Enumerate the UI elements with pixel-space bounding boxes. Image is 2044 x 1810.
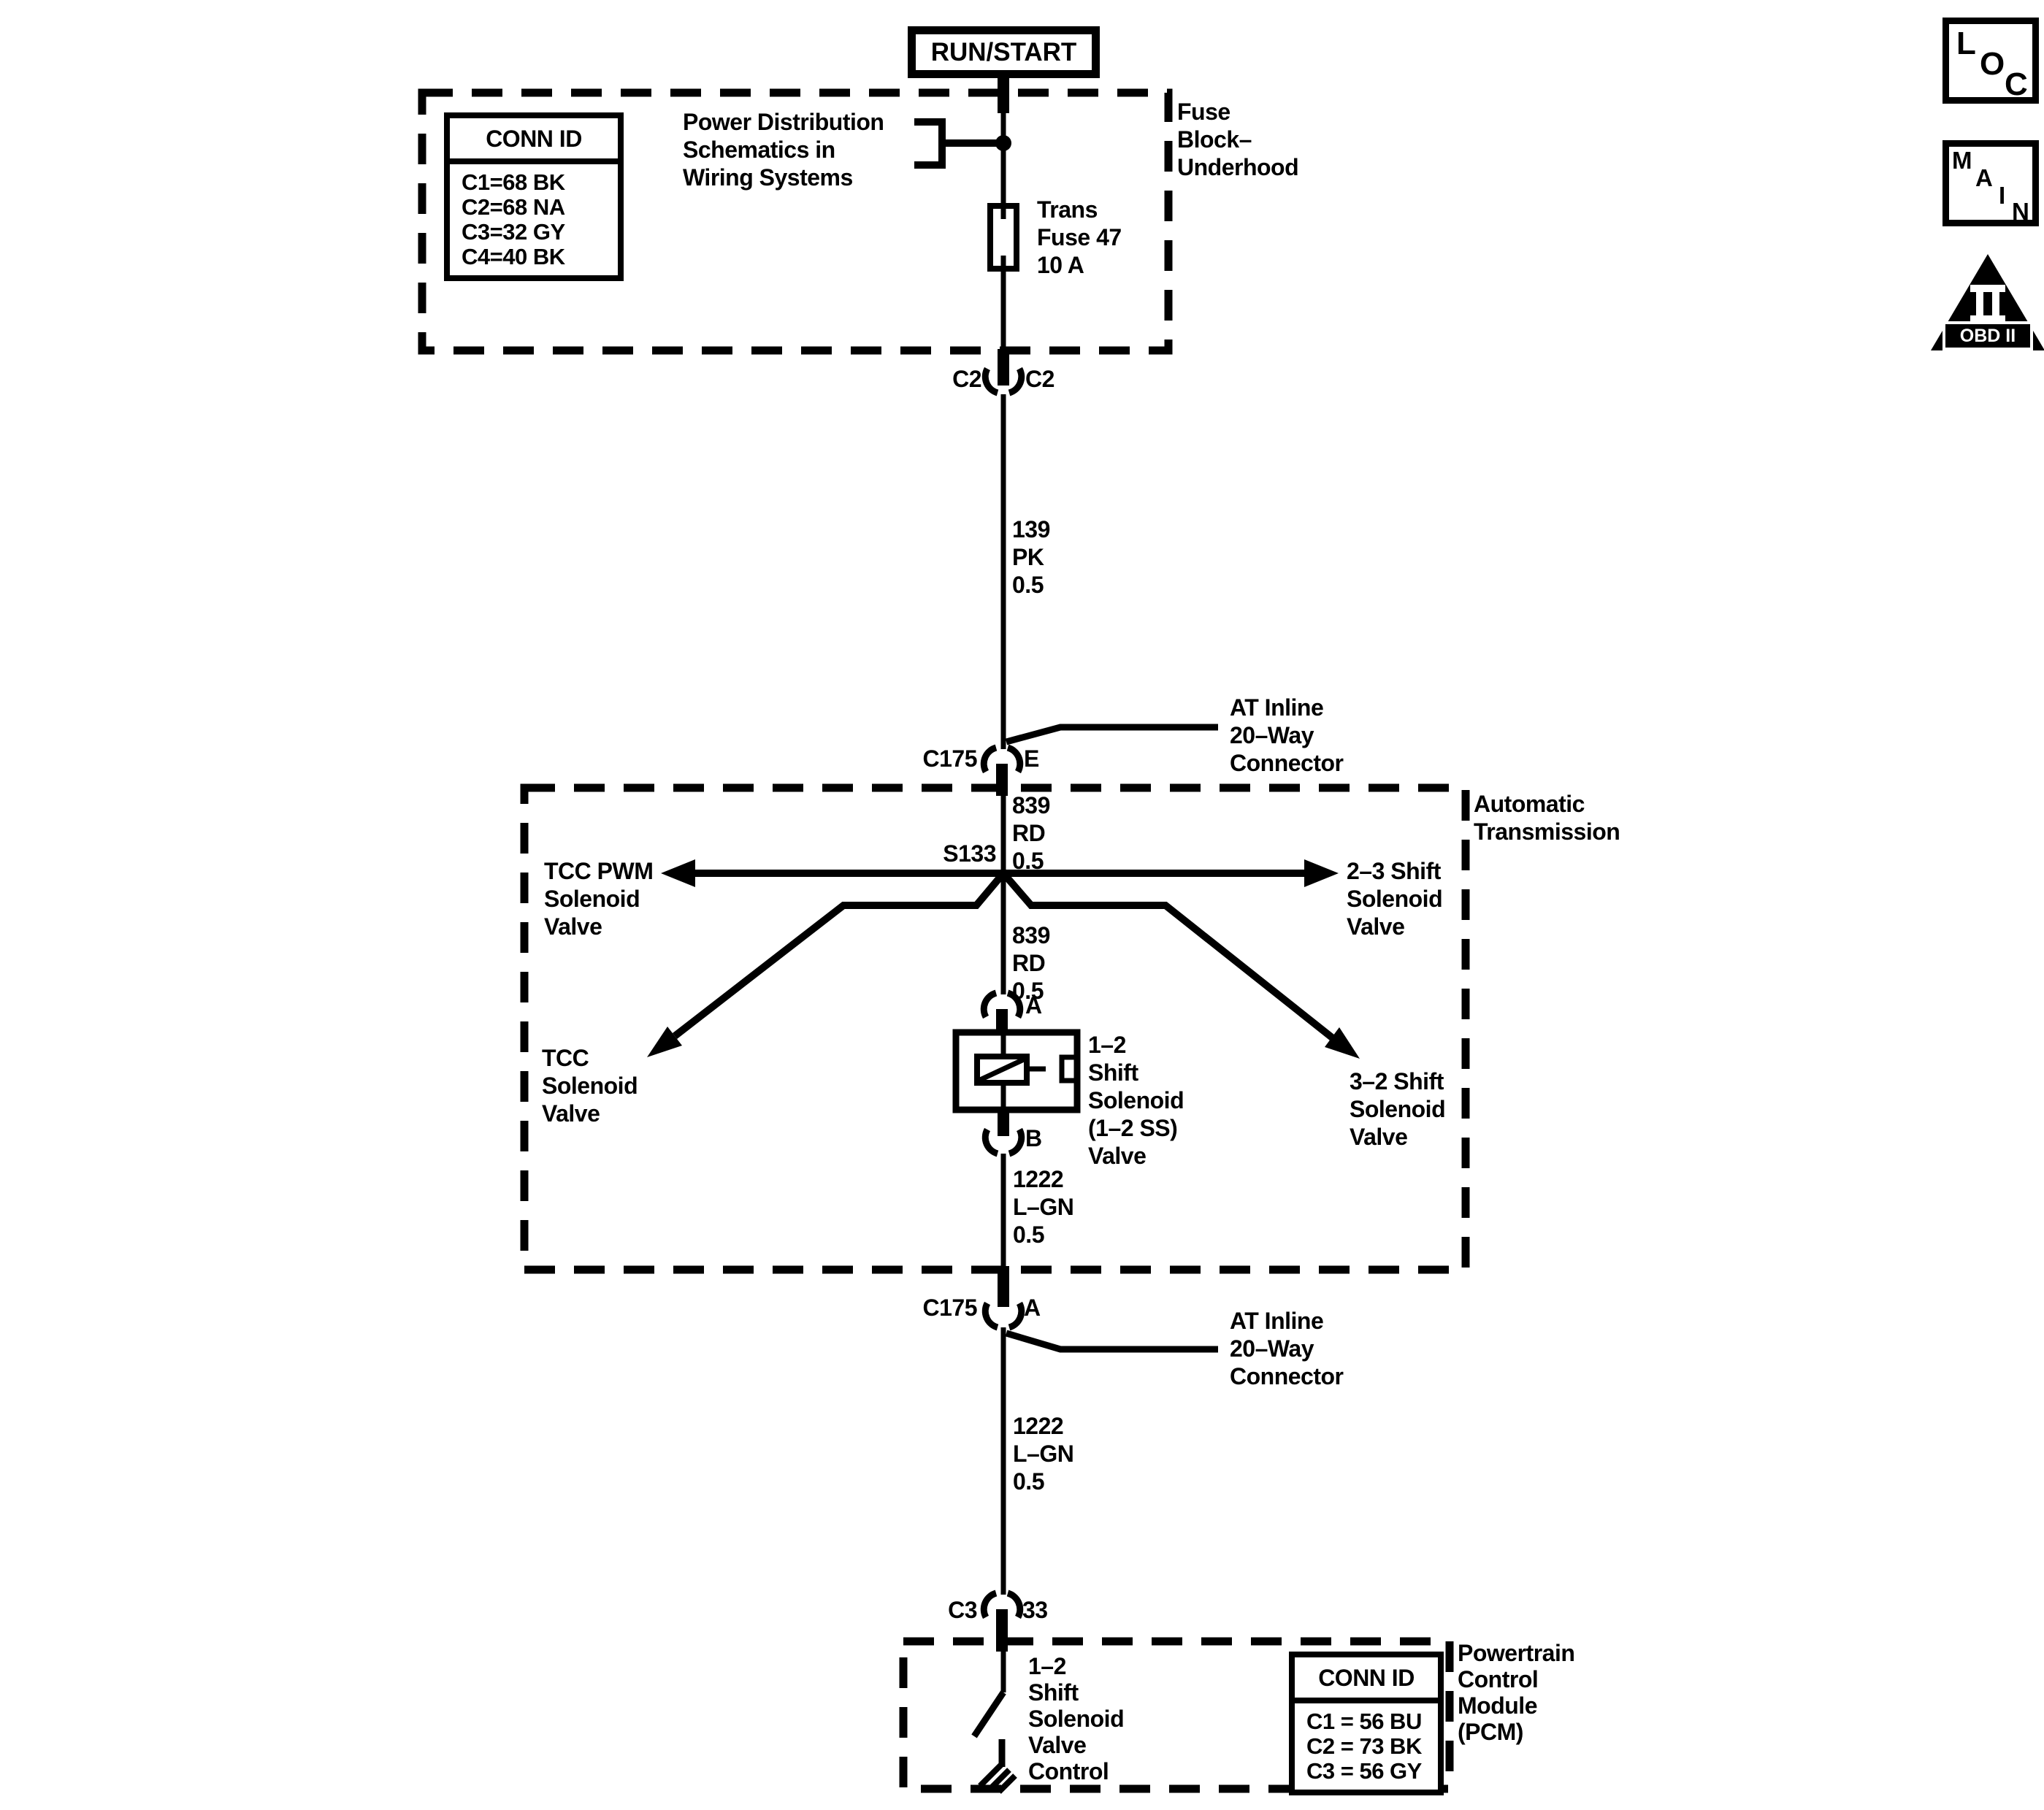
connector-c3-pin: 33 bbox=[1022, 1597, 1048, 1623]
conn-id-row: C3 = 56 GY bbox=[1306, 1758, 1422, 1784]
fuse-symbol bbox=[987, 203, 1019, 272]
connector-c3-name: C3 bbox=[948, 1597, 977, 1623]
shift-23-solenoid-label: 2–3 Shift Solenoid Valve bbox=[1347, 858, 1443, 940]
pcm-control-label: 1–2 Shift Solenoid Valve Control bbox=[1028, 1653, 1125, 1784]
conn-id-header: CONN ID bbox=[450, 118, 618, 164]
solenoid-12-symbol bbox=[952, 1029, 1081, 1113]
fuse-block-name: Fuse Block– Underhood bbox=[1177, 99, 1299, 180]
conn-id-row: C3=32 GY bbox=[462, 219, 565, 245]
tcc-solenoid-label: TCC Solenoid Valve bbox=[542, 1045, 638, 1127]
connector-c2-right-label: C2 bbox=[1025, 366, 1054, 392]
connector-c175e-symbol bbox=[980, 744, 998, 774]
conn-id-row: C1 = 56 BU bbox=[1306, 1709, 1422, 1734]
connector-c2-left-label: C2 bbox=[952, 366, 981, 392]
connector-b-symbol bbox=[981, 1127, 999, 1157]
connector-c175e-pin: E bbox=[1024, 745, 1039, 772]
splice-s133-label: S133 bbox=[943, 840, 996, 867]
pcm-box-name: Powertrain Control Module (PCM) bbox=[1458, 1640, 1575, 1745]
power-dist-note: Power Distribution Schematics in Wiring … bbox=[683, 109, 884, 191]
connector-c175a-symbol bbox=[981, 1301, 999, 1331]
leader-c175a bbox=[1005, 1330, 1218, 1353]
fuse-label: Trans Fuse 47 10 A bbox=[1037, 196, 1122, 278]
conn-id-row: C4=40 BK bbox=[462, 244, 565, 269]
at-inline-note-bottom: AT Inline 20–Way Connector bbox=[1230, 1308, 1344, 1389]
wire-label-1222-lgn-upper: 1222 L–GN 0.5 bbox=[1013, 1166, 1074, 1248]
wire-label-839-rd-lower: 839 RD 0.5 bbox=[1012, 922, 1050, 1004]
fuse-block-conn-id-table: CONN ID C1=68 BK C2=68 NA C3=32 GY C4=40… bbox=[444, 112, 624, 281]
connector-c175a-pin: A bbox=[1024, 1295, 1041, 1321]
conn-id-header: CONN ID bbox=[1295, 1657, 1438, 1703]
connector-a-symbol bbox=[980, 989, 998, 1019]
shift-32-solenoid-label: 3–2 Shift Solenoid Valve bbox=[1350, 1068, 1446, 1150]
at-box-name: Automatic Transmission bbox=[1474, 791, 1620, 845]
connector-c3-symbol bbox=[980, 1589, 998, 1619]
solenoid-12-label: 1–2 Shift Solenoid (1–2 SS) Valve bbox=[1088, 1032, 1184, 1169]
driver-switch-symbol bbox=[971, 1690, 1006, 1767]
power-source-label: RUN/START bbox=[930, 37, 1077, 66]
fuse-block-outline bbox=[418, 88, 1173, 355]
wire-label-1222-lgn-lower: 1222 L–GN 0.5 bbox=[1013, 1413, 1074, 1495]
connector-c175a-name: C175 bbox=[922, 1295, 978, 1321]
power-dist-bracket bbox=[914, 118, 1003, 169]
connector-pin-a-label: A bbox=[1025, 992, 1042, 1019]
power-source-box: RUN/START bbox=[908, 26, 1100, 78]
pcm-conn-id-table: CONN ID C1 = 56 BU C2 = 73 BK C3 = 56 GY bbox=[1289, 1652, 1444, 1795]
automatic-transmission-outline bbox=[520, 783, 1470, 1274]
connector-c175e-name: C175 bbox=[922, 745, 978, 772]
main-icon: M A I N bbox=[1942, 140, 2039, 226]
wire-junction-dot bbox=[995, 135, 1011, 151]
splice-arrows bbox=[647, 859, 1360, 1059]
at-inline-note-top: AT Inline 20–Way Connector bbox=[1230, 694, 1344, 776]
conn-id-row: C1=68 BK bbox=[462, 169, 565, 195]
tcc-pwm-solenoid-label: TCC PWM Solenoid Valve bbox=[544, 858, 654, 940]
pcm-outline bbox=[899, 1637, 1454, 1793]
loc-icon: L O C bbox=[1942, 18, 2039, 104]
ground-symbol bbox=[978, 1762, 1017, 1794]
obdii-icon: OBD II bbox=[1959, 325, 2016, 346]
conn-id-row: C2 = 73 BK bbox=[1306, 1733, 1422, 1759]
connector-c2-symbol bbox=[981, 367, 999, 396]
connector-pin-b-label: B bbox=[1025, 1125, 1042, 1151]
conn-id-row: C2=68 NA bbox=[462, 194, 565, 220]
wire-label-139-pk: 139 PK 0.5 bbox=[1012, 516, 1050, 598]
obdii-icon-shape bbox=[1931, 254, 2044, 350]
wire-label-839-rd-upper: 839 RD 0.5 bbox=[1012, 792, 1050, 874]
leader-c175e bbox=[1005, 724, 1218, 745]
connector-pins bbox=[996, 78, 1009, 1652]
